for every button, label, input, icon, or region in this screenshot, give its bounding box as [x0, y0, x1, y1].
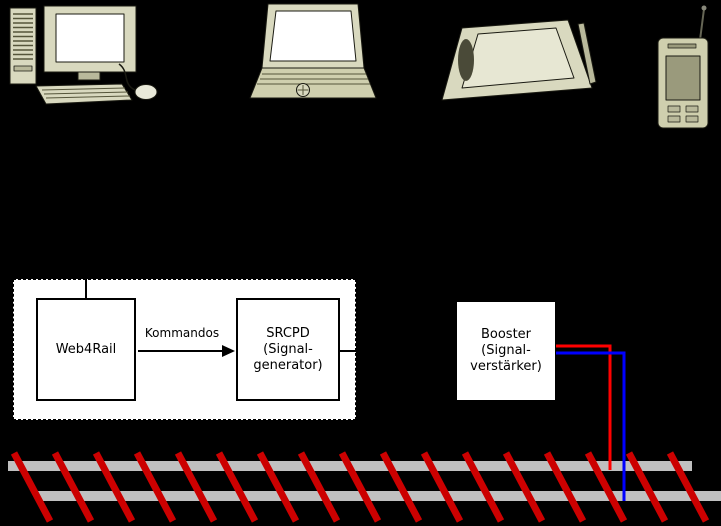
laptop-icon: [249, 3, 377, 99]
srcpd-label-line2: (Signal-: [263, 341, 313, 357]
blue-wire: [555, 351, 626, 501]
rail-top: [8, 461, 692, 471]
mobile-phone-icon: [657, 5, 709, 129]
tie: [625, 451, 669, 523]
booster-label-line3: verstärker): [470, 359, 542, 374]
tie: [461, 451, 505, 523]
srcpd-box: SRCPD (Signal- generator): [236, 298, 340, 401]
tie: [174, 451, 218, 523]
ties: [10, 451, 710, 523]
rails: [8, 461, 721, 501]
tie: [51, 451, 95, 523]
web4rail-label: Web4Rail: [55, 341, 117, 357]
tie: [338, 451, 382, 523]
web4rail-box: Web4Rail: [36, 298, 136, 401]
tie: [215, 451, 259, 523]
kommandos-label: Kommandos: [144, 326, 220, 340]
booster-label-line2: (Signal-: [481, 343, 531, 358]
srcpd-label-line1: SRCPD: [266, 325, 310, 341]
tie: [92, 451, 136, 523]
tie: [133, 451, 177, 523]
tie: [10, 451, 54, 523]
tie: [420, 451, 464, 523]
tie: [543, 451, 587, 523]
tie: [256, 451, 300, 523]
srcpd-label-line3: generator): [253, 357, 323, 373]
red-wire: [555, 344, 612, 470]
touchpad-icon: [441, 19, 597, 101]
tie: [666, 451, 710, 523]
booster-box: Booster (Signal- verstärker): [456, 301, 556, 401]
railroad-track: [8, 451, 721, 523]
tie: [584, 451, 628, 523]
rail-bottom: [38, 491, 721, 501]
booster-label-line1: Booster: [480, 327, 532, 342]
tie: [379, 451, 423, 523]
tie: [502, 451, 546, 523]
tie: [297, 451, 341, 523]
desktop-computer-icon: [9, 5, 158, 105]
